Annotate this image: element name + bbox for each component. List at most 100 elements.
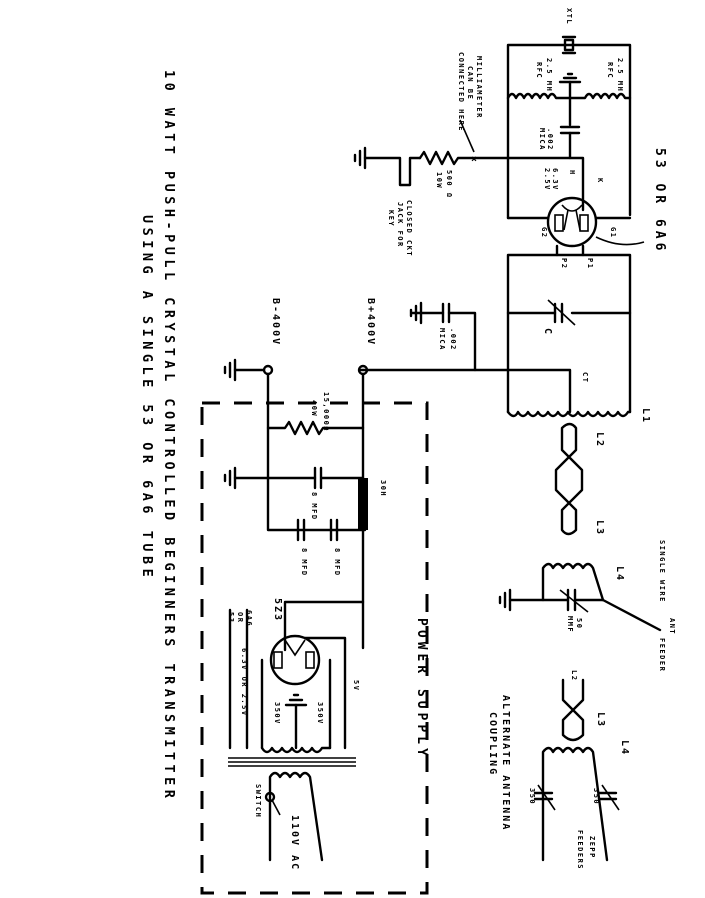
alt-l3-label: L3	[595, 712, 606, 728]
alt-cap-2-icon	[597, 784, 620, 811]
ground-icon	[409, 301, 423, 325]
resistor-label: 500 Ω	[445, 170, 453, 199]
meter-note-3: CONNECTED HERE	[457, 52, 465, 132]
power-supply-box	[200, 401, 429, 895]
feeders-label: FEEDERS	[576, 830, 584, 870]
l1-label: L1	[640, 408, 651, 424]
rectifier-5z3-icon	[269, 634, 321, 686]
title-text-1: 10 WATT PUSH-PULL CRYSTAL CONTROLLED BEG…	[161, 70, 177, 802]
pin-g1-label: G1	[609, 227, 617, 238]
hv-leads	[260, 658, 332, 750]
l4-label: L4	[614, 566, 625, 582]
ground-icon	[223, 466, 237, 490]
l1-coil-icon	[506, 410, 632, 418]
alt-title-1: ALTERNATE ANTENNA	[500, 695, 511, 831]
antenna-wire	[601, 598, 662, 632]
pin-k-label: K	[596, 178, 604, 184]
crystal-icon	[561, 35, 577, 55]
rectifier-leads	[283, 600, 365, 750]
filter-cap-3-label: 8 MFD	[333, 548, 341, 577]
meter-note-1: MILLIAMETER	[475, 56, 483, 119]
transformer-core-icon	[228, 757, 356, 767]
bleeder-resistor-icon	[266, 420, 365, 436]
bypass-cap-label: .002	[449, 328, 457, 351]
rfc-right-label: 2.5 MH	[616, 58, 624, 92]
filter-cap-2-label: 8 MFD	[300, 548, 308, 577]
feeder-label-1: SINGLE WIRE	[658, 540, 666, 603]
antenna-cap-sub-label: MMF	[566, 616, 574, 633]
l3-label: L3	[594, 520, 605, 536]
bleeder-label: 15,000Ω	[322, 392, 330, 432]
pin-g2-label: G2	[540, 227, 548, 238]
resistor-500-icon	[418, 150, 510, 166]
filter-cap-1-label: 8 MFD	[310, 492, 318, 521]
rfc-right-coil-icon	[568, 92, 632, 100]
xtal-label: XTL	[565, 8, 573, 25]
alt-title-2: COUPLING	[487, 712, 498, 776]
mica-cap-sub-label: MICA	[538, 128, 546, 151]
heater-label-1: 6.3V	[551, 168, 559, 191]
var-cap-label: C	[542, 328, 553, 336]
alt-cap-1-icon	[533, 784, 556, 811]
meter-point-marker: ×	[471, 154, 479, 165]
primary-winding-icon	[268, 771, 324, 862]
bypass-cap-sub-label: MICA	[438, 328, 446, 351]
heater-leads	[228, 608, 249, 750]
jack-label-1: CLOSED CKT	[405, 200, 413, 257]
rfc-right-sub-label: RFC	[606, 62, 614, 79]
power-supply-title: POWER SUPPLY	[414, 618, 429, 760]
mica-cap-label: .002	[546, 128, 554, 151]
title-text-2: USING A SINGLE 53 OR 6A6 TUBE	[139, 215, 155, 581]
rfc-left-coil-icon	[506, 92, 572, 100]
heater-voltage-label: 6.3V OR 2.5V	[240, 648, 248, 717]
jack-label-2: JACK FOR	[396, 202, 404, 248]
alt-l2-label: L2	[570, 670, 578, 681]
alt-cap-1-label: 350	[528, 788, 536, 805]
pin-p2-label: P2	[560, 258, 568, 269]
link-coupling-icon	[554, 422, 584, 536]
filter-cap-3-icon	[329, 518, 339, 542]
title-line-2: USING A SINGLE 53 OR 6A6 TUBE	[139, 215, 155, 581]
filter-cap-1-icon	[313, 466, 323, 490]
tank-frame	[506, 253, 632, 414]
center-tap-label: CT	[581, 372, 589, 383]
heater-note-3: 53	[227, 612, 235, 623]
variable-cap-c-icon	[547, 299, 576, 326]
l4-coil-icon	[541, 562, 605, 602]
b-minus-label: B-400V	[270, 298, 281, 346]
choke-30h-icon	[358, 478, 368, 530]
choke-label: 30H	[379, 480, 387, 497]
alt-l4-label: L4	[619, 740, 630, 756]
tube-type-label: 53 OR 6A6	[652, 148, 667, 254]
antenna-cap-label: 50	[575, 618, 583, 629]
switch-icon[interactable]	[264, 791, 276, 803]
tube-53-icon	[546, 196, 598, 248]
zepp-label: ZEPP	[588, 836, 596, 859]
center-tap-lead	[358, 368, 572, 414]
rfc-left-label: 2.5 MH	[545, 58, 553, 92]
rectifier-label: 5Z3	[272, 598, 283, 622]
ground-icon	[284, 693, 308, 707]
cathode-lead	[506, 156, 585, 212]
alt-link-icon	[561, 678, 585, 742]
tube-pointer	[595, 236, 645, 246]
ant-label: ANT	[668, 618, 676, 635]
fil-5v-label: 5V	[352, 680, 360, 691]
feeder-label-2: FEEDER	[658, 638, 666, 672]
bleeder-sub-label: 40W	[310, 400, 318, 417]
hv-label-2: 350V	[316, 702, 324, 725]
ground-icon	[353, 146, 367, 170]
grid-circuit-frame	[506, 43, 632, 220]
alt-l4-coil-icon	[541, 746, 609, 862]
pin-h-label: H	[568, 170, 576, 176]
heater-note-1: 6A6	[245, 610, 253, 627]
mains-label: 110V AC	[289, 815, 300, 871]
hv-label-1: 350V	[273, 702, 281, 725]
pin-p1-label: P1	[586, 258, 594, 269]
ground-icon	[223, 358, 237, 382]
heater-label-2: 2.5V	[543, 168, 551, 191]
resistor-sub-label: 10W	[435, 172, 443, 189]
hv-winding-icon	[260, 746, 332, 754]
heater-note-2: OR	[236, 612, 244, 623]
alt-cap-2-label: 350	[592, 788, 600, 805]
